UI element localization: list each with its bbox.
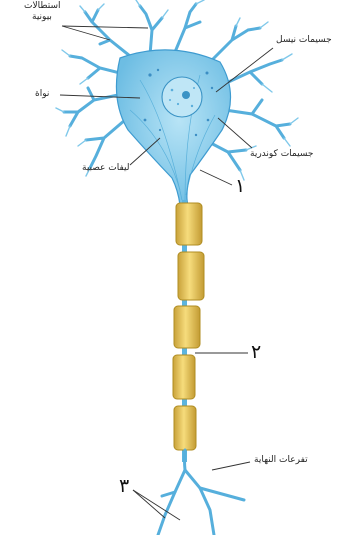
number-two: ٢: [251, 343, 261, 362]
number-three: ٣: [119, 477, 129, 496]
label-nissl-bodies: جسيمات نيسل: [276, 35, 332, 45]
myelin-sheaths: [173, 203, 204, 450]
label-neurofibrils: ليفات عصبية: [82, 163, 130, 173]
terminal-branches: [158, 450, 244, 535]
nucleus: [162, 77, 202, 117]
label-dendrites-line1: استطالات: [24, 1, 61, 11]
label-terminal-branches: تفرعات النهاية: [254, 455, 308, 465]
label-dendrites-line2: بيونية: [32, 12, 52, 22]
number-one: ١: [235, 177, 245, 196]
label-mitochondria: جسيمات كوندرية: [250, 149, 313, 159]
cell-body: [116, 50, 230, 205]
label-nucleus: نواة: [35, 89, 49, 99]
